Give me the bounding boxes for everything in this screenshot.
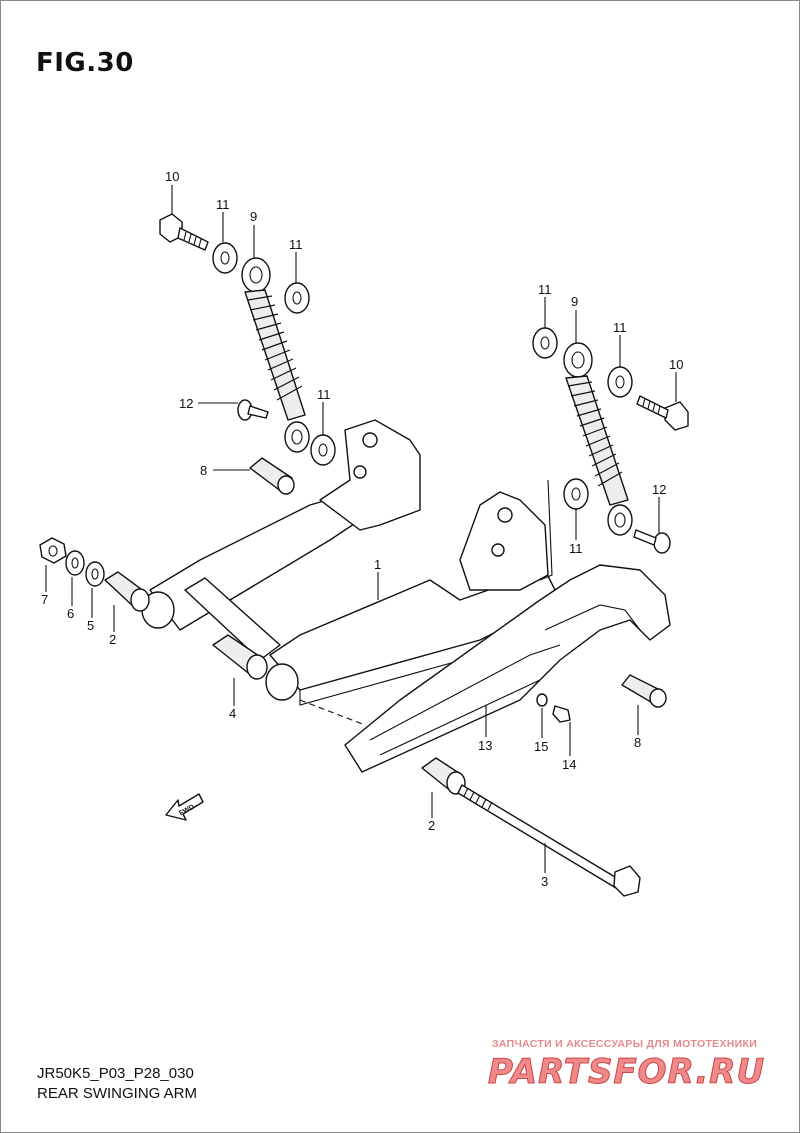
bolt-part-12-right — [633, 529, 671, 554]
collar-part-8-left — [249, 457, 295, 495]
callout-3: 3 — [541, 874, 548, 889]
callout-5: 5 — [87, 618, 94, 633]
callout-12-left: 12 — [179, 396, 193, 411]
pivot-bolt-part-3 — [457, 784, 641, 897]
callout-2-upper: 2 — [109, 632, 116, 647]
fwd-arrow: FWD — [165, 793, 204, 821]
watermark-tagline: ЗАПЧАСТИ И АКСЕССУАРЫ ДЛЯ МОТОТЕХНИКИ — [492, 1038, 758, 1050]
collar-part-8-right — [621, 674, 667, 708]
callout-6: 6 — [67, 606, 74, 621]
washer-part-15 — [536, 693, 548, 707]
callout-11-e: 11 — [613, 320, 627, 335]
bolt-part-12-left — [237, 399, 269, 421]
callout-11-d: 11 — [538, 282, 552, 297]
callout-8-lower: 8 — [634, 735, 641, 750]
callout-9-left: 9 — [250, 209, 257, 224]
callout-2-lower: 2 — [428, 818, 435, 833]
callout-15: 15 — [534, 739, 548, 754]
washer-part-6 — [65, 550, 85, 576]
callout-13: 13 — [478, 738, 492, 753]
section-name: REAR SWINGING ARM — [37, 1085, 198, 1102]
chain-case-part-13 — [344, 564, 671, 773]
callout-1: 1 — [374, 557, 381, 572]
callout-14: 14 — [562, 757, 576, 772]
leader-lines — [45, 185, 677, 873]
bolt-left-part-10 — [159, 213, 209, 251]
shock-absorber-right-part-9 — [563, 342, 633, 536]
callout-7: 7 — [41, 592, 48, 607]
shock-absorber-left-part-9 — [241, 257, 310, 453]
callout-9-right: 9 — [571, 294, 578, 309]
watermark-logo: PARTSFOR.RU — [487, 1052, 766, 1093]
washers-part-11 — [212, 242, 633, 510]
bolt-right-part-10 — [636, 395, 689, 431]
assembly-axis-line — [299, 699, 366, 726]
model-code: JR50K5_P03_P28_030 — [37, 1065, 194, 1082]
bushing-part-2-upper — [104, 571, 150, 612]
screw-part-14 — [552, 705, 571, 723]
callout-4: 4 — [229, 706, 236, 721]
callout-8-upper: 8 — [200, 463, 207, 478]
callout-labels: 10 11 9 11 12 11 8 11 9 11 10 12 11 7 6 … — [41, 169, 683, 889]
callout-11-c: 11 — [317, 387, 331, 402]
nut-part-7 — [39, 537, 67, 564]
callout-11-b: 11 — [289, 237, 303, 252]
figure-title: FIG.30 — [36, 48, 134, 78]
bushing-part-2-lower — [421, 757, 466, 795]
bushing-part-4 — [212, 634, 268, 680]
callout-12-right: 12 — [652, 482, 666, 497]
callout-10-left: 10 — [165, 169, 179, 184]
callout-11-f: 11 — [569, 541, 583, 556]
callout-10-right: 10 — [669, 357, 683, 372]
swing-arm-part-1 — [141, 419, 561, 706]
washer-part-5 — [85, 561, 105, 587]
callout-11-a: 11 — [216, 197, 230, 212]
